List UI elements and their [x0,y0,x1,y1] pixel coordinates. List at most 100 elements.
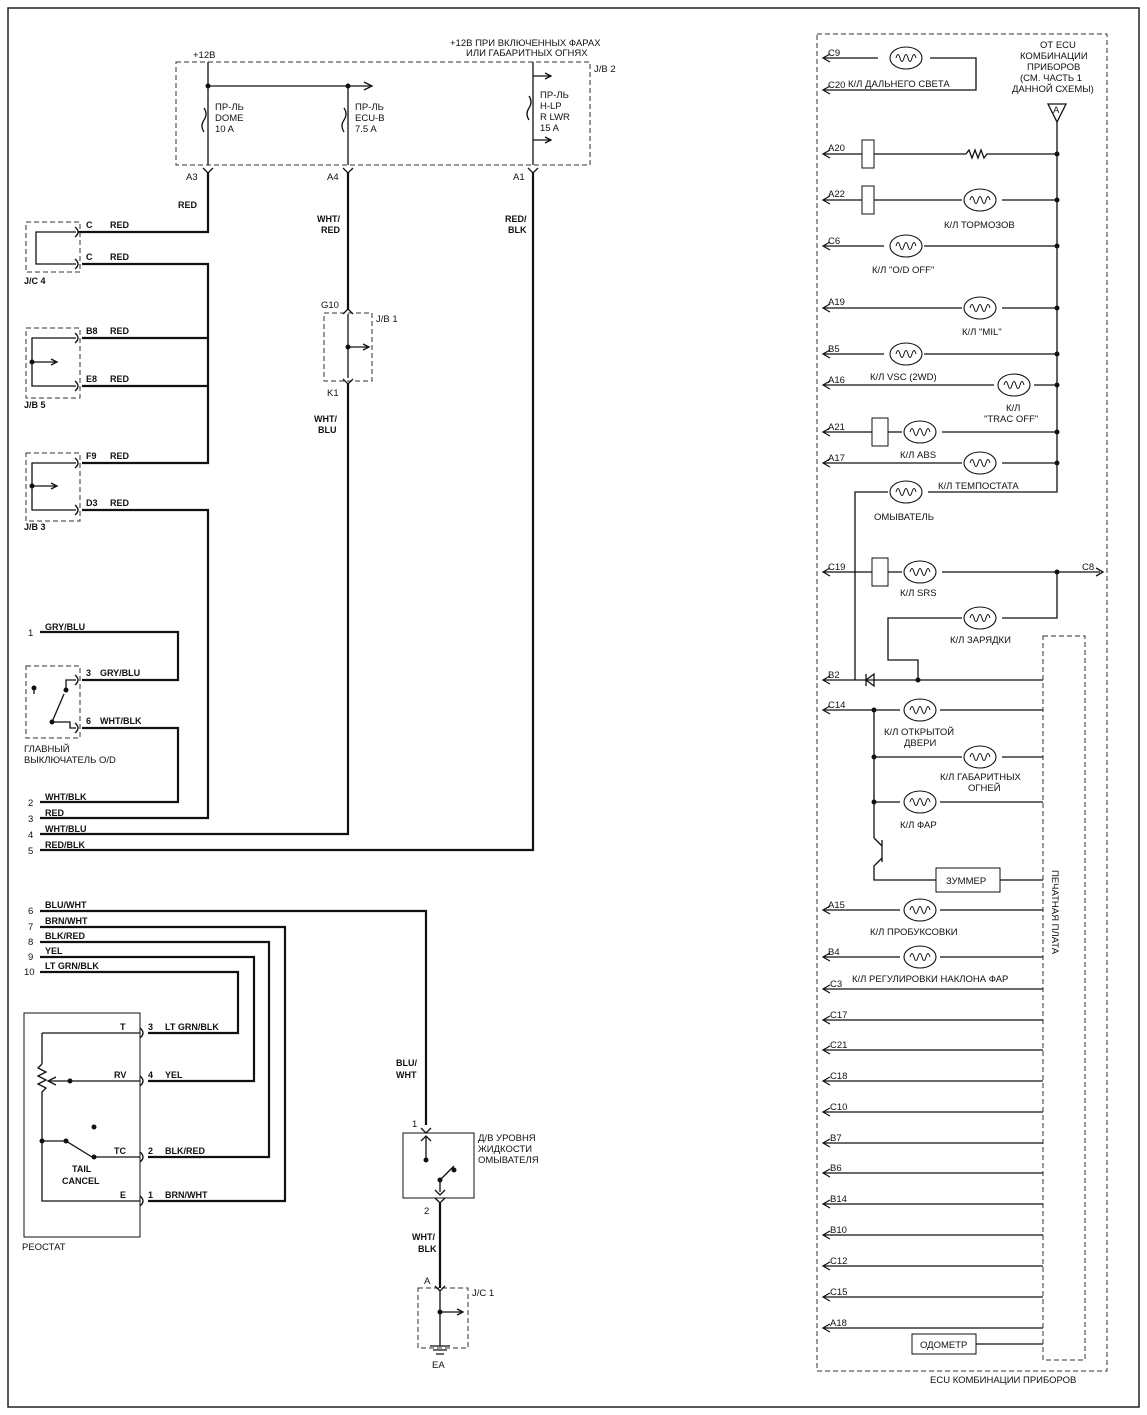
left-pin-6: 6 [28,906,33,917]
fuse-hlp-2: H-LP [540,101,562,112]
jc4-label: J/C 4 [24,276,46,286]
wire-red-blk [40,173,535,852]
left-wire-4: WHT/BLU [45,824,87,834]
lamp-od-off: К/Л "O/D OFF" [872,265,934,276]
lamp-door-2: ДВЕРИ [904,738,936,749]
rheo-wire-1: LT GRN/BLK [165,1022,219,1032]
wire-label-whtred-1: WHT/ [317,214,340,224]
pin-e8: E8 [86,374,97,384]
fuse-dome-1: ПР-ЛЬ [215,102,244,113]
pin-b8: B8 [86,326,98,336]
fuse-ecub-1: ПР-ЛЬ [355,102,384,113]
rheo-term-e: E [120,1190,126,1200]
wire-label-red-6: RED [110,498,130,508]
left-pin-7: 7 [28,922,33,933]
pin-a4: A4 [327,172,339,183]
wire-label-bluwht-2: WHT [396,1070,417,1080]
fuse-dome-2: DOME [215,113,244,124]
from-ecu-2: КОМБИНАЦИИ [1020,51,1088,62]
rheo-wire-3: BLK/RED [165,1146,205,1156]
left-pin-10: 10 [24,967,35,978]
pin-c3: C3 [830,979,842,990]
pin-b2: B2 [828,670,840,681]
pin-b4: B4 [828,947,840,958]
wire-red-a3 [78,173,210,234]
lamp-brakes: К/Л ТОРМОЗОВ [944,220,1015,231]
pin-c12: C12 [830,1256,847,1267]
fuse-dome-3: 10 A [215,124,235,135]
ecu-combination-meter: ECU КОМБИНАЦИИ ПРИБОРОВ ОТ ECU КОМБИНАЦИ… [816,33,1108,1386]
lamp-temp: К/Л ТЕМПОСТАТА [938,481,1019,492]
wire-label-red-3: RED [110,326,130,336]
washer-pin-2: 2 [424,1206,429,1217]
pin-b14: B14 [830,1194,847,1205]
left-pin-9: 9 [28,952,33,963]
wire-label-red-1: RED [110,220,130,230]
left-pin-8: 8 [28,937,33,948]
wire-label-redblk-2: BLK [508,225,527,235]
washer-level-sensor: BLU/ WHT 1 2 Д/В УРОВНЯ ЖИДКОСТИ ОМЫВАТЕ… [396,1058,539,1217]
outer-frame [7,7,1140,1408]
fuse-hlp-1: ПР-ЛЬ [540,90,569,101]
wire-label-bluwht-1: BLU/ [396,1058,417,1068]
washer-label-2: ЖИДКОСТИ [478,1144,532,1155]
fuse-hlp-3: R LWR [540,112,570,123]
wire-label-redblk-1: RED/ [505,214,527,224]
lamp-srs: К/Л SRS [900,588,937,599]
left-wire-8: BLK/RED [45,931,85,941]
pin-a19: A19 [828,297,845,308]
left-wire-3: RED [45,808,65,818]
od-wire-3: GRY/BLU [100,668,140,678]
pin-c15: C15 [830,1287,847,1298]
left-pin-5: 5 [28,846,33,857]
wire-label-whtblu-2: BLU [318,425,337,435]
pcb-label: ПЕЧАТНАЯ ПЛАТА [1049,870,1060,955]
pin-c8: C8 [1082,562,1094,573]
pin-c17: C17 [830,1010,847,1021]
fuse-ecub-2: ECU-B [355,113,385,124]
jc1-pin-a: A [424,1276,431,1287]
wire-label-red-a3: RED [178,200,198,210]
pin-c20: C20 [828,80,845,91]
rheo-pin-1: 1 [148,1190,153,1200]
pin-c14: C14 [828,700,845,711]
buzzer-label: ЗУММЕР [946,876,986,887]
od-pin-3: 3 [86,668,91,678]
left-connector-pins: 1 GRY/BLU 2 WHT/BLK 3 RED 4 WHT/BLU 5 RE… [24,622,99,978]
lamp-high-beam: К/Л ДАЛЬНЕГО СВЕТА [848,79,950,90]
pin-a16: A16 [828,375,845,386]
lamp-leveling: К/Л РЕГУЛИРОВКИ НАКЛОНА ФАР [852,974,1008,985]
pin-a1: A1 [513,172,525,183]
jb3-label: J/B 3 [24,522,46,532]
od-switch-label-2: ВЫКЛЮЧАТЕЛЬ O/D [24,755,116,766]
jb2-label: J/B 2 [594,64,616,75]
od-wire-6: WHT/BLK [100,716,142,726]
wire-label-whtblk-2: BLK [418,1244,437,1254]
fuse-ecub-3: 7.5 A [355,124,377,135]
jb5-junction: B8 E8 RED RED J/B 5 [24,326,130,410]
jc4-junction: C C RED RED J/C 4 [24,220,130,286]
jb3-junction: F9 D3 RED RED J/B 3 [24,451,130,532]
ground-ea: EA [432,1360,445,1371]
lamp-door-1: К/Л ОТКРЫТОЙ [884,726,954,738]
pin-a20: A20 [828,143,845,154]
rheo-pin-3: 3 [148,1022,153,1032]
washer-pin-1: 1 [412,1119,417,1130]
wire-label-whtred-2: RED [321,225,341,235]
wire-label-red-2: RED [110,252,130,262]
od-main-switch: 3 6 GRY/BLU WHT/BLK ГЛАВНЫЙ ВЫКЛЮЧАТЕЛЬ … [24,630,180,766]
from-ecu-1: ОТ ECU [1040,40,1076,51]
od-pin-6: 6 [86,716,91,726]
from-ecu-5: ДАННОЙ СХЕМЫ) [1012,83,1094,95]
pin-a17: A17 [828,453,845,464]
pin-c9: C9 [828,48,840,59]
left-wire-6: BLU/WHT [45,900,87,910]
rheo-term-t: T [120,1022,126,1032]
lamp-charge: К/Л ЗАРЯДКИ [950,635,1011,646]
pin-k1: K1 [327,388,339,399]
from-ecu-3: ПРИБОРОВ [1027,62,1080,73]
headlights-label-1: +12В ПРИ ВКЛЮЧЕННЫХ ФАРАХ [450,38,601,49]
tail-cancel-2: CANCEL [62,1176,100,1186]
rheo-pin-2: 2 [148,1146,153,1156]
